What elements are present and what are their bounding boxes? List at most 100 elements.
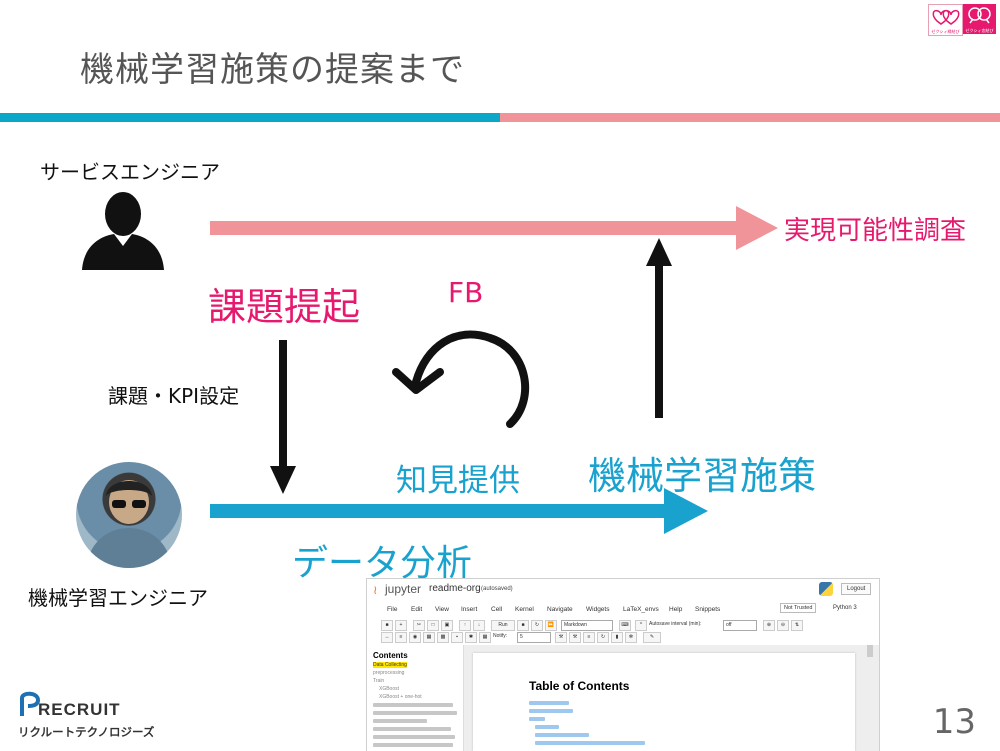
sidebar-item-placeholder[interactable] bbox=[373, 711, 457, 715]
sidebar-title: Contents bbox=[373, 651, 408, 660]
menu-snippets[interactable]: Snippets bbox=[695, 606, 721, 613]
paste-icon[interactable]: ▣ bbox=[441, 620, 453, 631]
asterisk-icon[interactable]: ✱ bbox=[465, 632, 477, 643]
header-bar-blue bbox=[0, 113, 500, 122]
autosave-interval-label: Autosave interval (min): bbox=[649, 621, 702, 627]
service-engineer-label: サービスエンジニア bbox=[40, 160, 220, 184]
lock-icon[interactable]: ▩ bbox=[437, 632, 449, 643]
fast-forward-icon[interactable]: ⏩ bbox=[545, 620, 557, 631]
header-bar-pink bbox=[500, 113, 1000, 122]
cut-icon[interactable]: ✂ bbox=[413, 620, 425, 631]
brand-badge-1: ゼクシィ縁結び bbox=[928, 4, 963, 36]
scrollbar[interactable] bbox=[867, 645, 873, 657]
toc-icon[interactable]: ≡ bbox=[583, 632, 595, 643]
notebook-name[interactable]: readme-org bbox=[429, 583, 481, 594]
toc-link[interactable] bbox=[529, 701, 569, 705]
recruit-mark-icon bbox=[20, 691, 41, 716]
recruit-subtitle: リクルートテクノロジーズ bbox=[18, 725, 155, 739]
toc-link[interactable] bbox=[535, 741, 645, 745]
blue-arrow bbox=[210, 488, 708, 534]
menu-cell[interactable]: Cell bbox=[491, 606, 503, 613]
refresh-icon[interactable]: ↻ bbox=[597, 632, 609, 643]
logout-button[interactable]: Logout bbox=[841, 583, 872, 595]
menu-insert[interactable]: Insert bbox=[461, 606, 478, 613]
menu-kernel[interactable]: Kernel bbox=[515, 606, 534, 613]
person-silhouette-icon bbox=[82, 192, 164, 270]
stop-icon[interactable]: ■ bbox=[517, 620, 529, 631]
slide-title: 機械学習施策の提案まで bbox=[80, 50, 465, 90]
toc-link[interactable] bbox=[535, 733, 589, 737]
jupyter-header: ≀ jupyter readme-org (autosaved) Logout bbox=[367, 579, 879, 603]
restart-icon[interactable]: ↻ bbox=[531, 620, 543, 631]
sidebar-item-placeholder[interactable] bbox=[373, 719, 427, 723]
not-trusted-button[interactable]: Not Trusted bbox=[780, 603, 817, 613]
sidebar-item-placeholder[interactable] bbox=[373, 727, 451, 731]
menu-latex-envs[interactable]: LaTeX_envs bbox=[623, 606, 659, 613]
keyboard-icon[interactable]: ⌨ bbox=[619, 620, 631, 631]
notify-label: Notify: bbox=[493, 633, 508, 639]
pin-icon[interactable]: ✻ bbox=[625, 632, 637, 643]
sidebar-item-train[interactable]: Train bbox=[373, 678, 385, 684]
move-up-icon[interactable]: ↑ bbox=[459, 620, 471, 631]
zoom-in-icon[interactable]: ⊕ bbox=[763, 620, 775, 631]
save-icon[interactable]: ■ bbox=[381, 620, 393, 631]
jupyter-toolbar-1: ■ + ✂ □ ▣ ↑ ↓ Run ■ ↻ ⏩ Markdown ⌨ ^ Aut… bbox=[367, 619, 879, 631]
add-cell-icon[interactable]: + bbox=[395, 620, 407, 631]
list-icon[interactable]: ≡ bbox=[395, 632, 407, 643]
menu-edit[interactable]: Edit bbox=[411, 606, 423, 613]
toc-link[interactable] bbox=[529, 709, 573, 713]
wrench-alt-icon[interactable]: ⚒ bbox=[569, 632, 581, 643]
sidebar-item-data-collecting[interactable]: Data Collecting bbox=[373, 662, 407, 668]
sidebar-item-placeholder[interactable] bbox=[373, 703, 453, 707]
calculator-icon[interactable]: ▦ bbox=[479, 632, 491, 643]
kernel-indicator: Python 3 bbox=[833, 605, 857, 611]
menu-view[interactable]: View bbox=[435, 606, 449, 613]
menu-help[interactable]: Help bbox=[669, 606, 683, 613]
run-label: Run bbox=[498, 622, 508, 628]
cell-type-select[interactable]: Markdown bbox=[561, 620, 613, 631]
badge-1-label: ゼクシィ縁結び bbox=[931, 29, 960, 34]
sidebar-item-placeholder[interactable] bbox=[373, 735, 455, 739]
toc-link[interactable] bbox=[535, 725, 559, 729]
python-logo-icon bbox=[819, 582, 833, 596]
recruit-wordmark: RECRUIT bbox=[38, 700, 121, 719]
copy-icon[interactable]: □ bbox=[427, 620, 439, 631]
autosave-interval-select[interactable]: off bbox=[723, 620, 757, 631]
zoom-out-icon[interactable]: ⊖ bbox=[777, 620, 789, 631]
menu-widgets[interactable]: Widgets bbox=[586, 606, 610, 613]
sidebar-item-xgboost[interactable]: XGBoost bbox=[379, 686, 400, 692]
menu-file[interactable]: File bbox=[387, 606, 398, 613]
sidebar-item-placeholder[interactable] bbox=[373, 743, 453, 747]
notify-select[interactable]: 5 bbox=[517, 632, 551, 643]
jupyter-notebook-screenshot: ≀ jupyter readme-org (autosaved) Logout … bbox=[366, 578, 880, 751]
autosave-status: (autosaved) bbox=[481, 586, 513, 592]
page-number: 13 bbox=[932, 702, 976, 742]
sort-icon[interactable]: ⇅ bbox=[791, 620, 803, 631]
highlighter-icon[interactable]: ✎ bbox=[643, 632, 661, 643]
unlock-icon[interactable]: ▪ bbox=[451, 632, 463, 643]
eye-icon[interactable]: ◉ bbox=[409, 632, 421, 643]
jupyter-menubar: File Edit View Insert Cell Kernel Naviga… bbox=[367, 603, 879, 619]
pink-arrow bbox=[210, 206, 778, 250]
move-down-icon[interactable]: ↓ bbox=[473, 620, 485, 631]
knowledge-label: 知見提供 bbox=[396, 463, 520, 499]
brand-badge-2: ゼクシィ恋結び bbox=[963, 4, 996, 34]
feedback-curve-arrow bbox=[392, 330, 530, 428]
toc-link[interactable] bbox=[529, 717, 545, 721]
wrench-icon[interactable]: ⚒ bbox=[555, 632, 567, 643]
calendar-icon[interactable]: ▦ bbox=[423, 632, 435, 643]
chevron-up-icon[interactable]: ^ bbox=[635, 620, 647, 631]
toc-heading: Table of Contents bbox=[529, 679, 630, 693]
ml-measures-label: 機械学習施策 bbox=[588, 454, 817, 498]
jupyter-toolbar-2: ↔ ≡ ◉ ▦ ▩ ▪ ✱ ▦ Notify: 5 ⚒ ⚒ ≡ ↻ ▮ ✻ ✎ bbox=[367, 631, 879, 643]
ribbon-logo-icon bbox=[968, 7, 991, 24]
arrows-icon[interactable]: ↔ bbox=[381, 632, 393, 643]
run-button[interactable]: Run bbox=[491, 620, 515, 631]
up-arrow bbox=[646, 238, 672, 418]
book-icon[interactable]: ▮ bbox=[611, 632, 623, 643]
toc-sidebar: Contents Data Collecting preprocessing T… bbox=[367, 645, 464, 751]
notebook-markdown-cell[interactable]: Table of Contents bbox=[473, 653, 855, 751]
sidebar-item-preprocessing[interactable]: preprocessing bbox=[373, 670, 405, 676]
sidebar-item-xgboost-onehot[interactable]: XGBoost + one-hot bbox=[379, 694, 422, 700]
menu-navigate[interactable]: Navigate bbox=[547, 606, 573, 613]
